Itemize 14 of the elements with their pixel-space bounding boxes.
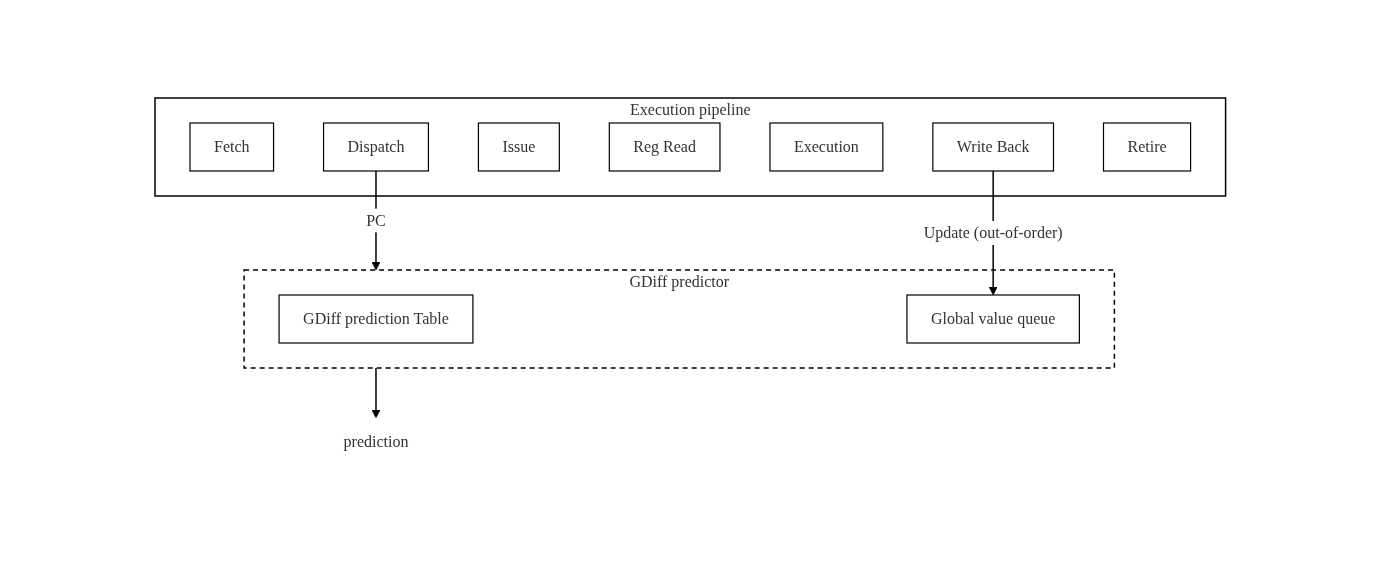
node-box: Reg Read	[608, 121, 721, 172]
node-box: Execution	[769, 121, 884, 172]
node-box: Dispatch	[323, 121, 430, 172]
arrow	[371, 366, 381, 418]
arrow	[371, 169, 381, 270]
edge-label: PC	[366, 211, 386, 228]
node-box: Write Back	[932, 121, 1055, 172]
node-text: prediction	[343, 432, 409, 450]
node-box: Retire	[1103, 121, 1192, 172]
edge-label: Update (out-of-order)	[923, 223, 1063, 241]
node-box: Global value queue	[906, 293, 1081, 344]
node-box: Issue	[478, 121, 561, 172]
node-box: Fetch	[189, 121, 275, 172]
node-box: GDiff prediction Table	[278, 293, 474, 344]
